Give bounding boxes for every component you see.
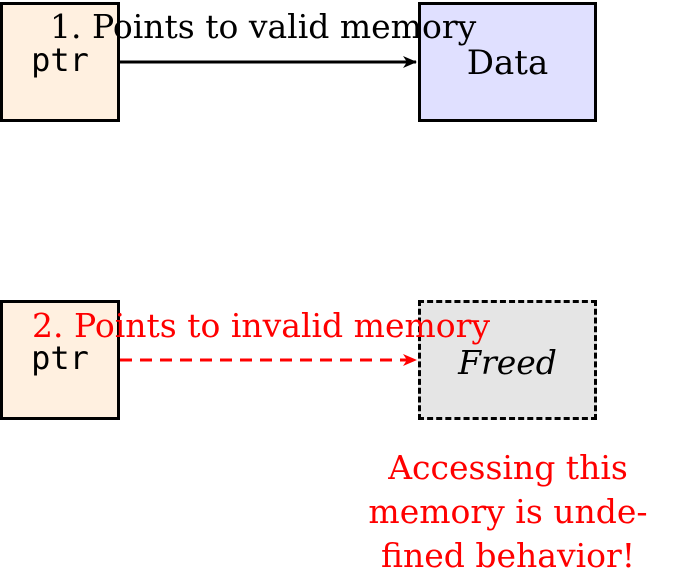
pointer-label: ptr	[31, 41, 89, 79]
data-label: Data	[466, 43, 549, 83]
freed-label: Freed	[458, 343, 557, 382]
warning-line: Accessing this	[388, 448, 628, 487]
undefined-behavior-warning: Accessing this memory is unde- fined beh…	[358, 446, 658, 578]
data-memory-box: Data	[418, 2, 597, 122]
pointer-box-valid: ptr	[0, 2, 120, 122]
warning-line: memory is unde-	[368, 492, 648, 531]
pointer-box-dangling: ptr	[0, 300, 120, 420]
freed-memory-box: Freed	[418, 300, 597, 420]
pointer-label: ptr	[31, 339, 89, 377]
warning-line: fined behavior!	[380, 536, 636, 575]
valid-edge-label: 1. Points to valid memory	[50, 7, 477, 46]
invalid-edge-label: 2. Points to invalid memory	[32, 306, 491, 345]
